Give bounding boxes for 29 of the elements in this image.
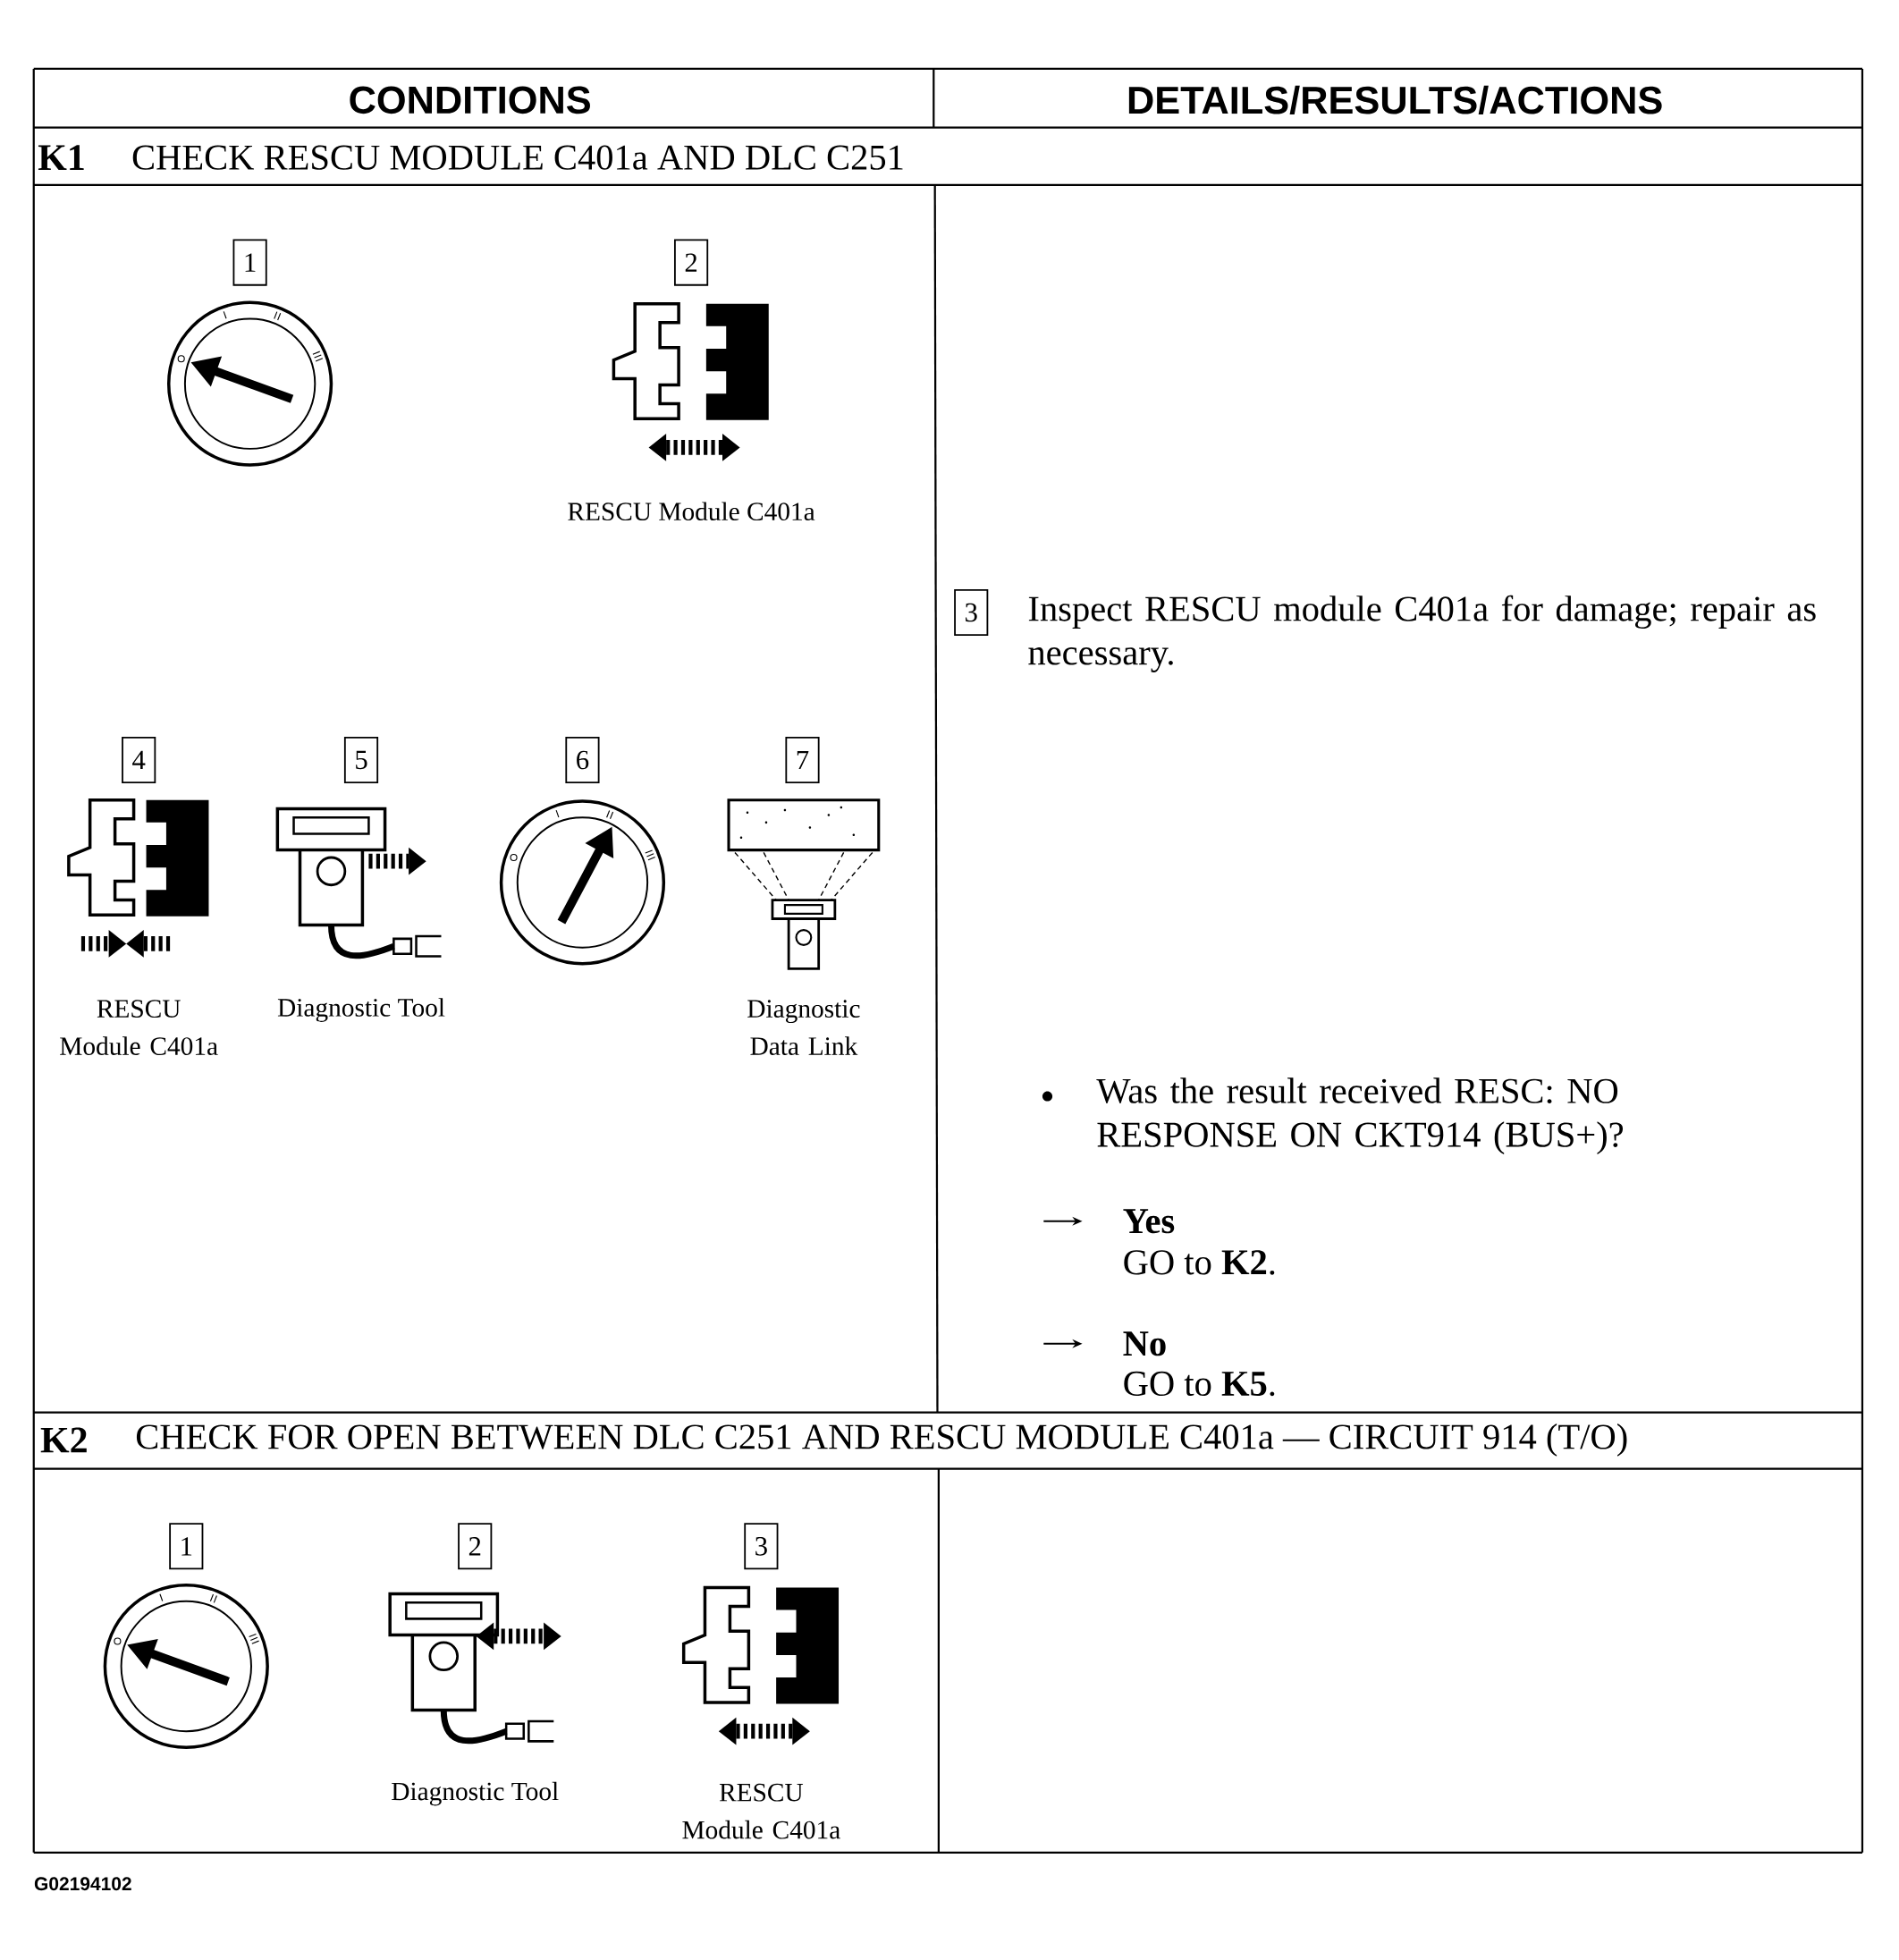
instruction-text: Inspect RESCU module C401a for damage; repair as necessary. [1028,595,1816,672]
action-text: GO to K2. [1124,1250,1275,1275]
callout-number: 2 [458,1523,493,1570]
callout-number: 7 [785,736,820,784]
question-text: Was the result received RESC: NO RESPONSE ON CKT914 (BUS+)? [1096,1077,1624,1155]
column-header: CONDITIONS [350,86,591,114]
icon-caption: Diagnostic Tool [278,998,445,1022]
action-text: GO to K5. [1124,1371,1275,1397]
callout-number: 3 [744,1523,779,1570]
figure-number: G02194102 [35,1877,131,1891]
column-header: DETAILS/RESULTS/ACTIONS [1129,85,1662,114]
callout-number: 1 [232,239,267,286]
icon-caption: RESCU Module C401a [60,1000,218,1055]
answer-label: No [1123,1331,1166,1356]
icon-caption: Diagnostic Tool [392,1781,559,1806]
icon-caption: RESCU Module C401a [568,502,815,521]
step-number: K1 [38,145,84,170]
callout-number: 6 [565,736,600,784]
step-number: K2 [41,1427,88,1453]
callout-number: 3 [954,588,989,637]
callout-number: 5 [344,736,379,784]
icon-caption: RESCU Module C401a [682,1783,841,1839]
step-heading: CHECK FOR OPEN BETWEEN DLC C251 AND RESCU MODULE C401a — CIRCUIT 914 (T/O) [137,1424,1627,1457]
callout-number: 2 [674,239,709,286]
callout-number: 4 [122,736,156,784]
answer-label: Yes [1123,1209,1175,1234]
callout-number: 1 [169,1523,204,1570]
icon-caption: Diagnostic Data Link [747,1000,860,1055]
step-heading: CHECK RESCU MODULE C401a AND DLC C251 [133,145,903,170]
